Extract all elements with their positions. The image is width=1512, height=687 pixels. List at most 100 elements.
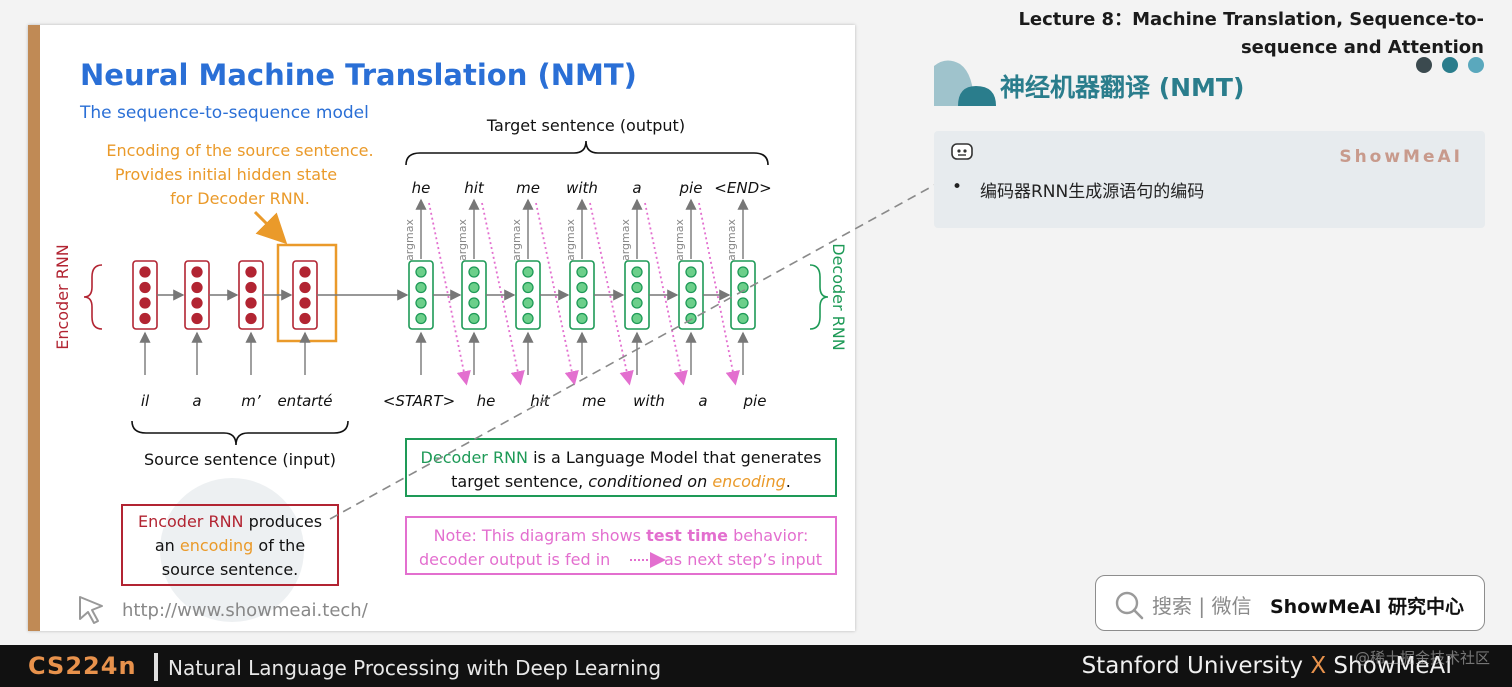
encoding-note-line2: Provides initial hidden state [115,165,337,184]
encoding-arrow [253,210,288,245]
of-the-term: of the [253,536,305,555]
decoder-cell-unit [737,281,749,294]
encoder-cell-unit [245,312,257,325]
decoder-output-word: me [516,179,540,197]
decoder-input-word: with [633,392,665,410]
wechat-search-box[interactable]: 搜索 | 微信 ShowMeAI 研究中心 [1095,575,1485,631]
encoder-description-box [121,504,339,586]
encoder-cell-unit [299,266,311,278]
showmeai-url[interactable]: http://www.showmeai.tech/ [122,600,369,621]
encoder-cell-unit [191,281,203,294]
decoder-cell-unit [576,266,588,278]
encoder-cell-unit [191,312,203,325]
section-decoration-icon [934,60,996,106]
encoder-cell-unit [191,266,203,278]
course-name: Natural Language Processing with Deep Le… [168,656,662,680]
decoder-cell-unit [468,281,480,294]
robot-icon [951,143,973,160]
decoder-output-word: a [632,179,641,197]
encoding-term-2: encoding [180,536,253,555]
cursor-logo-icon [79,596,103,624]
decoder-cell-unit [468,266,480,278]
produces-term: produces [244,512,323,531]
cross-mark: X [1310,653,1327,679]
note-line1: Note: This diagram shows test time behav… [434,526,809,545]
decoder-cell-unit [576,297,588,309]
dot-2 [1442,57,1458,73]
decoder-input-word: he [477,392,496,410]
decoder-input-word: <START> [383,392,455,410]
decoder-cell-unit [685,297,697,309]
decoder-cell-unit [522,312,534,325]
slide-title: Neural Machine Translation (NMT) [80,58,637,92]
encoder-description-line1: Encoder RNN produces [138,512,322,531]
decoder-output-word: pie [679,179,703,197]
decoder-output-word: hit [464,179,485,197]
source-word: a [192,392,201,410]
footer-divider [154,653,158,681]
decoder-cell-unit [631,281,643,294]
decoder-output-word: with [566,179,598,197]
period: . [786,472,791,491]
encoder-rnn-label: Encoder RNN [53,244,72,350]
footer-bar: CS224n Natural Language Processing with … [0,645,1512,687]
source-word: entarté [277,392,332,410]
decoder-input-word: a [698,392,707,410]
decoder-cell-unit [468,312,480,325]
search-hint: 搜索 | 微信 [1152,594,1252,618]
course-code: CS224n [28,652,137,680]
decoder-cell-unit [685,312,697,325]
encoder-brace [83,264,103,330]
decoder-cell-unit [415,266,427,278]
decoder-brace [809,264,829,330]
decoder-input-word: hit [530,392,551,410]
footer-credits: Stanford University X ShowMeAI [1082,653,1452,679]
decoder-cell-unit [631,297,643,309]
target-sentence-label: Target sentence (output) [486,116,685,135]
source-brace [131,420,349,446]
argmax-label: argmax [564,219,577,262]
argmax-label: argmax [403,219,416,262]
dot-1 [1416,57,1432,73]
note-prefix: Note: This diagram shows [434,526,647,545]
dot-3 [1468,57,1484,73]
decoder-rnn-label: Decoder RNN [829,243,848,350]
decoder-description-line2: target sentence, conditioned on encoding… [451,472,791,491]
note-text: 编码器RNN生成源语句的编码 [980,182,1205,202]
encoder-cell-unit [139,312,151,325]
note-line2-a: decoder output is fed in [419,550,610,569]
footer-brand: ShowMeAI [1326,653,1452,679]
argmax-label: argmax [510,219,523,262]
decoder-cell-unit [522,281,534,294]
argmax-label: argmax [725,219,738,262]
source-word: m’ [241,392,261,410]
encoding-note-line1: Encoding of the source sentence. [106,141,373,160]
decoder-description-line1: Decoder RNN is a Language Model that gen… [421,448,822,467]
test-time-term: test time [646,526,728,545]
encoder-cell-unit [139,281,151,294]
decoder-cell-unit [522,297,534,309]
decoder-cell-unit [737,312,749,325]
decoder-cell-unit [685,266,697,278]
encoder-description-line2: an encoding of the [155,536,305,555]
decoder-cell-unit [631,266,643,278]
argmax-label: argmax [619,219,632,262]
decoder-input-word: pie [743,392,767,410]
decoder-cell-unit [415,281,427,294]
argmax-label: argmax [673,219,686,262]
search-icon [1115,591,1144,620]
note-card: ShowMeAI • 编码器RNN生成源语句的编码 [934,131,1485,228]
note-line2-b: as next step’s input [664,550,822,569]
pagination-dots [1416,57,1486,75]
encoder-cell-unit [245,297,257,309]
decoder-cell-unit [576,312,588,325]
encoder-cell-unit [299,312,311,325]
source-word: il [141,392,150,410]
encoder-cell-unit [139,297,151,309]
decoder-output-word: <END> [714,179,771,197]
source-sentence-label: Source sentence (input) [144,450,336,469]
decoder-cell-unit [631,312,643,325]
encoder-cell-unit [299,297,311,309]
conditioned-on-term: conditioned on [588,472,707,491]
